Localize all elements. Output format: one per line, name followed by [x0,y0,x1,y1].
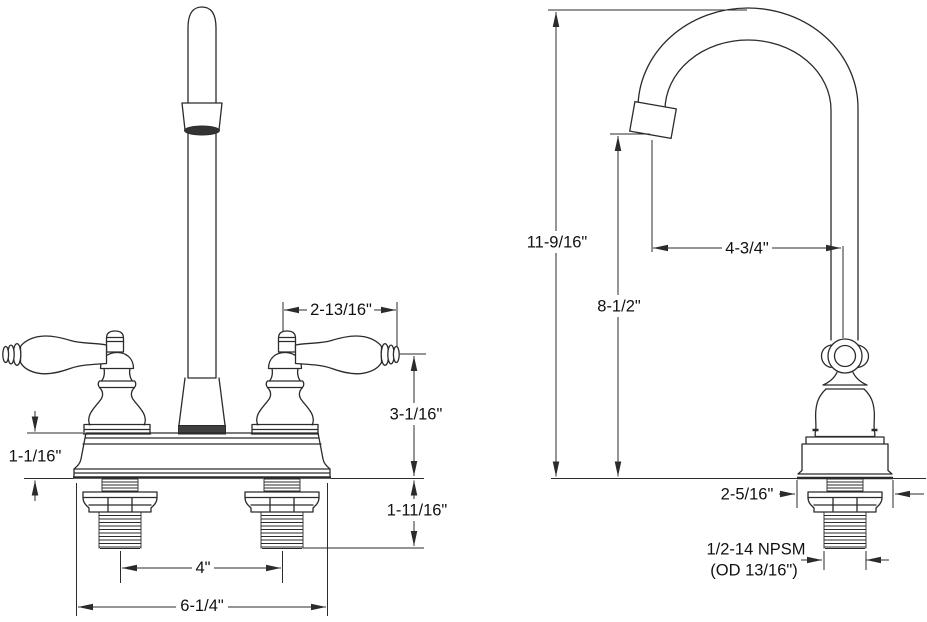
side-base [797,436,893,475]
side-spout [637,7,859,341]
dim-label-handle-width: 2-13/16" [310,301,372,319]
side-body [814,388,876,438]
front-dimension-lines [31,306,418,611]
front-deck [73,432,331,478]
front-spout [187,6,217,379]
front-shank-left [82,478,158,550]
side-dimension-lines [552,12,924,564]
front-view [2,6,400,550]
dim-label-thread-od: (OD 13/16") [710,562,797,580]
side-view [629,7,893,550]
front-extension-lines [24,302,426,616]
dim-label-body-width: 2-5/16" [721,486,774,504]
side-pivot-inner [833,344,857,368]
front-shank-right [244,478,320,550]
dim-label-deck-height: 1-1/16" [9,448,62,466]
front-spout-base [178,377,226,426]
dim-label-handle-height: 3-1/16" [390,406,443,424]
side-shank [807,478,883,550]
side-pivot-ears [820,344,870,369]
front-spout-collar [178,425,226,435]
dim-label-thread-spec: 1/2-14 NPSM [706,541,805,559]
side-extension-lines [548,9,926,570]
side-nozzle [629,100,677,140]
side-neck [822,371,868,390]
front-handle-left [2,330,152,435]
dim-label-spout-reach: 4-3/4" [725,240,769,258]
dim-label-overall-width: 6-1/4" [180,597,224,615]
dim-label-spout-height: 8-1/2" [597,298,641,316]
dim-label-faucet-centers: 4" [195,559,210,577]
dimension-annotations: 2-13/16" 3-1/16" 1-1/16" 1-11/16" 4" 6-1… [9,9,926,616]
front-handle-right [250,330,400,435]
front-aerator-screen [184,125,220,136]
dim-label-overall-height: 11-9/16" [527,234,588,252]
dim-label-shank-exposure: 1-11/16" [387,502,448,520]
